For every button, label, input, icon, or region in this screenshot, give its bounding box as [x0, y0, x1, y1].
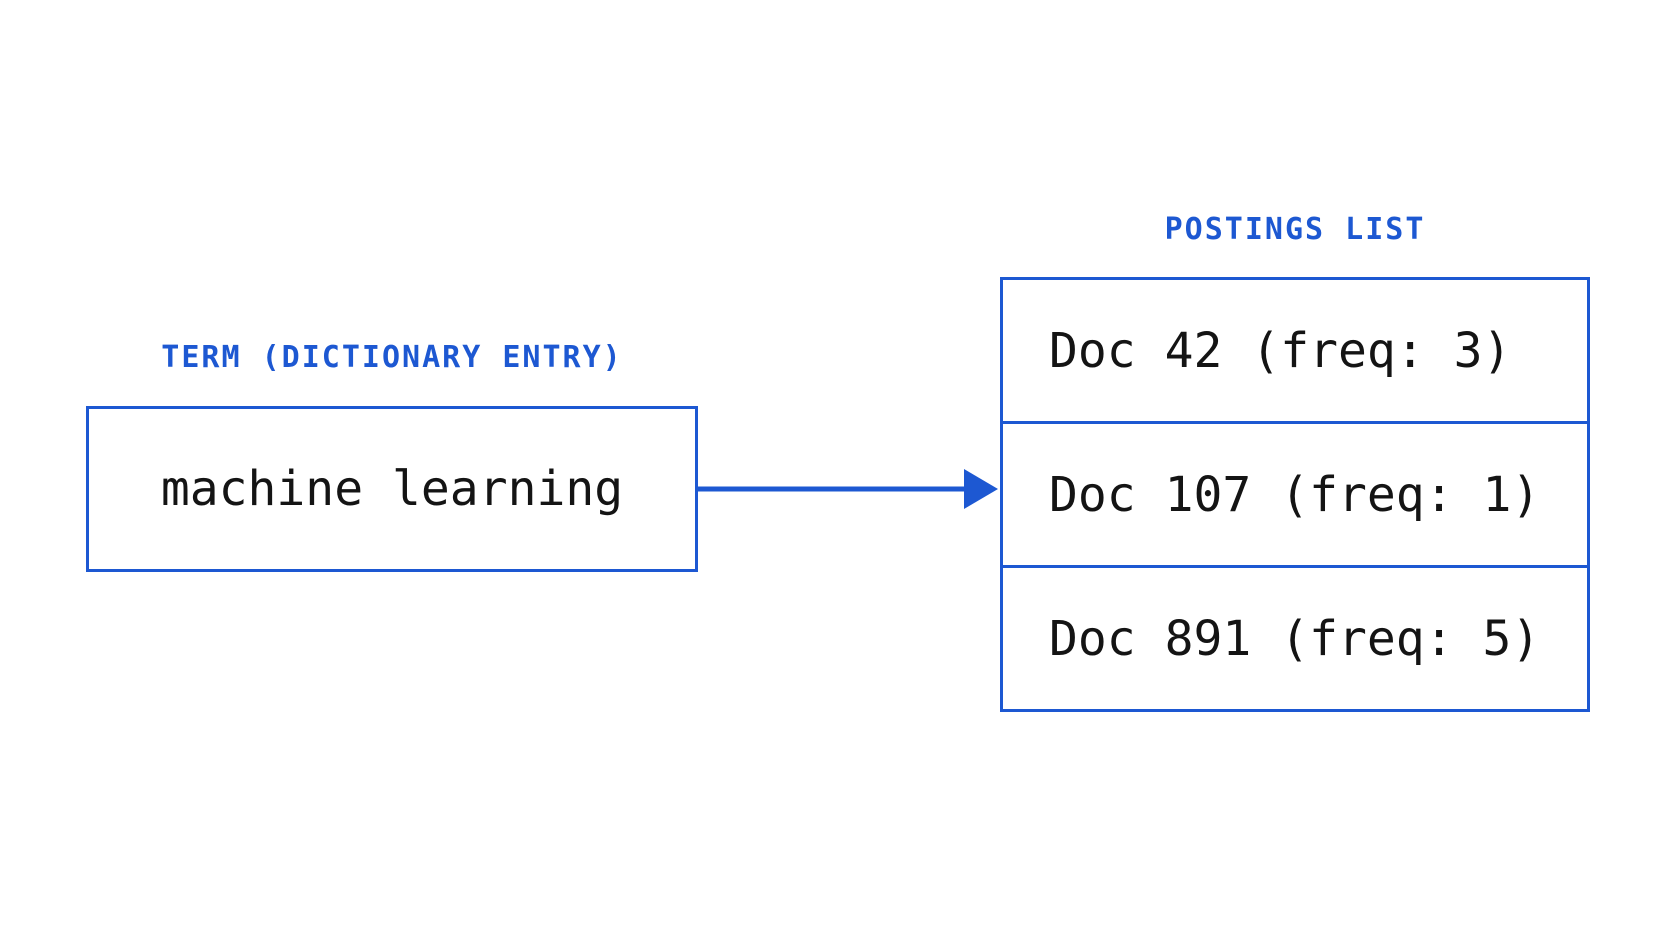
posting-row: Doc 107 (freq: 1): [1003, 421, 1587, 565]
arrow-connector: [698, 461, 998, 517]
posting-entry-text: Doc 891 (freq: 5): [1049, 610, 1541, 667]
postings-section-label: POSTINGS LIST: [1164, 212, 1426, 247]
posting-entry-text: Doc 42 (freq: 3): [1049, 322, 1512, 379]
term-text: machine learning: [160, 461, 624, 517]
term-box: machine learning: [86, 406, 698, 572]
arrow-right-icon: [698, 469, 998, 509]
term-section-label: TERM (DICTIONARY ENTRY): [161, 340, 623, 375]
posting-row: Doc 42 (freq: 3): [1003, 280, 1587, 421]
posting-entry-text: Doc 107 (freq: 1): [1049, 466, 1541, 523]
posting-row: Doc 891 (freq: 5): [1003, 565, 1587, 709]
postings-list: Doc 42 (freq: 3) Doc 107 (freq: 1) Doc 8…: [1000, 277, 1590, 712]
